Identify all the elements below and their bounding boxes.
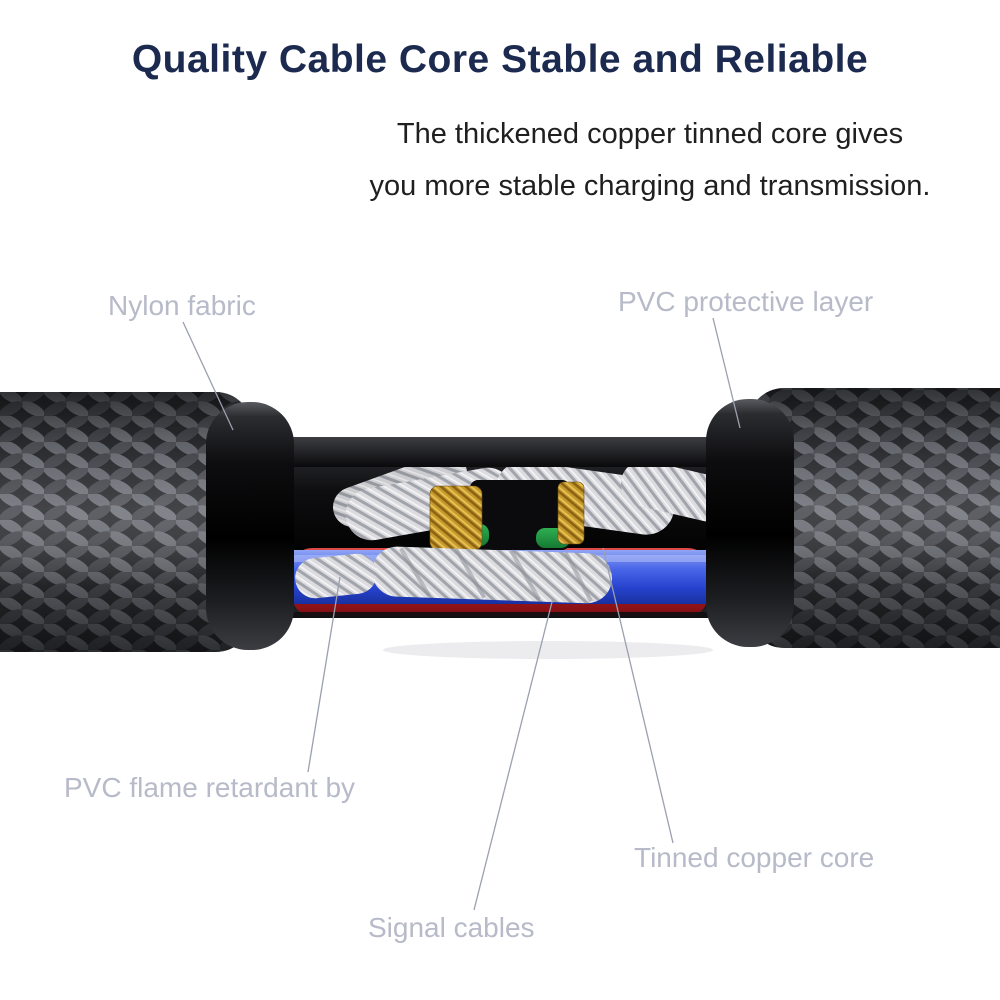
gold-shield-left [429, 485, 483, 551]
page-title: Quality Cable Core Stable and Reliable [131, 38, 869, 81]
pvc-black-sheath [255, 437, 745, 618]
braided-cable-right [748, 388, 1000, 648]
gold-shield-right [557, 481, 585, 545]
red-flame-retardant-layer [292, 548, 708, 616]
label-nylon-fabric: Nylon fabric [108, 290, 256, 321]
leader-line-pvc-protective-layer [712, 317, 741, 429]
inner-core-layers [255, 437, 745, 618]
leader-lines [182, 317, 741, 911]
label-tinned-copper-core: Tinned copper core [634, 842, 875, 873]
inner-shield-band [470, 480, 570, 550]
blue-wire [260, 550, 740, 604]
sheath-top-lip [255, 437, 745, 467]
leader-line-tinned-copper-core [602, 547, 674, 844]
label-signal-cables: Signal cables [368, 912, 535, 943]
label-pvc-flame-retardant: PVC flame retardant by [64, 772, 356, 803]
signal-cable-pair [372, 546, 612, 604]
subtitle-line-2: you more stable charging and transmissio… [369, 170, 931, 202]
leader-line-signal-cables [473, 597, 554, 911]
pvc-collar-right [706, 399, 794, 647]
tinned-copper-strands [333, 452, 732, 541]
label-pvc-protective-layer: PVC protective layer [618, 286, 874, 317]
subtitle: The thickened copper tinned core gives y… [300, 108, 1000, 212]
leader-line-nylon-fabric [182, 321, 234, 431]
pvc-collar-left [206, 402, 294, 650]
sheath-bottom-lip [255, 612, 745, 618]
green-insulation-right [536, 528, 570, 548]
copper-strand-stub-left [295, 553, 377, 599]
cable-reflection [383, 641, 713, 659]
braided-cable-left [0, 392, 252, 652]
subtitle-line-1: The thickened copper tinned core gives [396, 118, 904, 150]
leader-line-pvc-flame-retardant [307, 576, 341, 773]
blue-wire-highlight [285, 555, 715, 562]
green-insulation-left [447, 524, 489, 546]
